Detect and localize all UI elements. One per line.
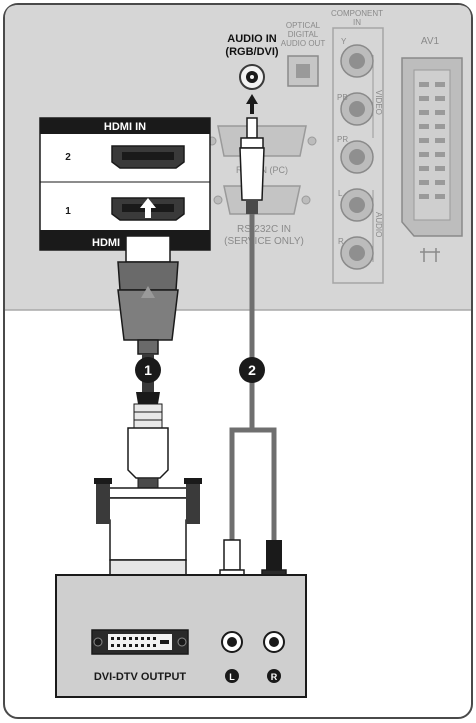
component-y-label: Y: [341, 37, 347, 46]
step-1-number: 1: [144, 362, 152, 378]
rs232c-sub-label: (SERVICE ONLY): [224, 236, 304, 247]
dvi-thumbscrew-left: [94, 478, 112, 524]
optical-audio-out-port[interactable]: [287, 55, 319, 87]
optical-label-2: DIGITAL: [288, 30, 319, 39]
hdmi-footer-label: HDMI: [92, 237, 120, 249]
rs232c-label: RS-232C IN: [237, 224, 291, 235]
component-audio-l-jack[interactable]: [340, 188, 374, 222]
step-1-badge: [135, 357, 161, 383]
component-audio-r-jack[interactable]: [340, 236, 374, 270]
scart-ground-icon: [420, 248, 440, 262]
component-group-frame: [332, 27, 384, 284]
component-y-jack[interactable]: [340, 44, 374, 78]
source-audio-l-badge: [225, 669, 239, 683]
source-audio-l-jack[interactable]: [221, 631, 243, 653]
component-l-label: L: [338, 189, 343, 198]
audio-in-sub-label: (RGB/DVI): [225, 46, 279, 58]
dvi-dtv-output-port[interactable]: [91, 629, 189, 655]
optical-label-1: OPTICAL: [286, 21, 321, 30]
audio-in-jack[interactable]: [239, 64, 265, 90]
dvi-thumbscrew-right: [184, 478, 202, 524]
step-2-badge: [239, 357, 265, 383]
component-pr-jack[interactable]: [340, 140, 374, 174]
audio-cable-plug-top: [239, 117, 265, 214]
component-video-label: VIDEO: [374, 90, 383, 115]
source-audio-l-label: L: [229, 672, 235, 682]
component-pb-label: PB: [337, 93, 348, 102]
source-audio-r-jack[interactable]: [263, 631, 285, 653]
av1-label: AV1: [421, 36, 440, 47]
av1-scart-port[interactable]: [401, 57, 463, 237]
step-2-number: 2: [248, 362, 256, 378]
audio-in-arrow-icon: [246, 94, 258, 114]
audio-cable-split: [229, 427, 277, 550]
component-r-label: R: [338, 237, 344, 246]
optical-label-3: AUDIO OUT: [281, 39, 326, 48]
component-label-2: IN: [353, 18, 361, 27]
component-pb-jack[interactable]: [340, 92, 374, 126]
hdmi-in-box: [39, 117, 211, 251]
dvi-dtv-output-label: DVI-DTV OUTPUT: [94, 671, 187, 683]
hdmi-in-header: HDMI IN: [104, 121, 146, 133]
hdmi-port-2-number: 2: [65, 152, 71, 163]
hdmi-port-2[interactable]: [111, 145, 185, 169]
source-audio-r-label: R: [271, 672, 278, 682]
component-audio-label: AUDIO: [374, 212, 383, 237]
hdmi-cable-plug: [117, 235, 179, 355]
source-audio-r-badge: [267, 669, 281, 683]
audio-in-label: AUDIO IN: [227, 33, 277, 45]
hdmi-port-1-number: 1: [65, 206, 71, 217]
component-pr-label: PR: [337, 135, 348, 144]
hdmi-port-1-arrow-icon: [140, 198, 156, 218]
component-label-1: COMPONENT: [331, 9, 383, 18]
